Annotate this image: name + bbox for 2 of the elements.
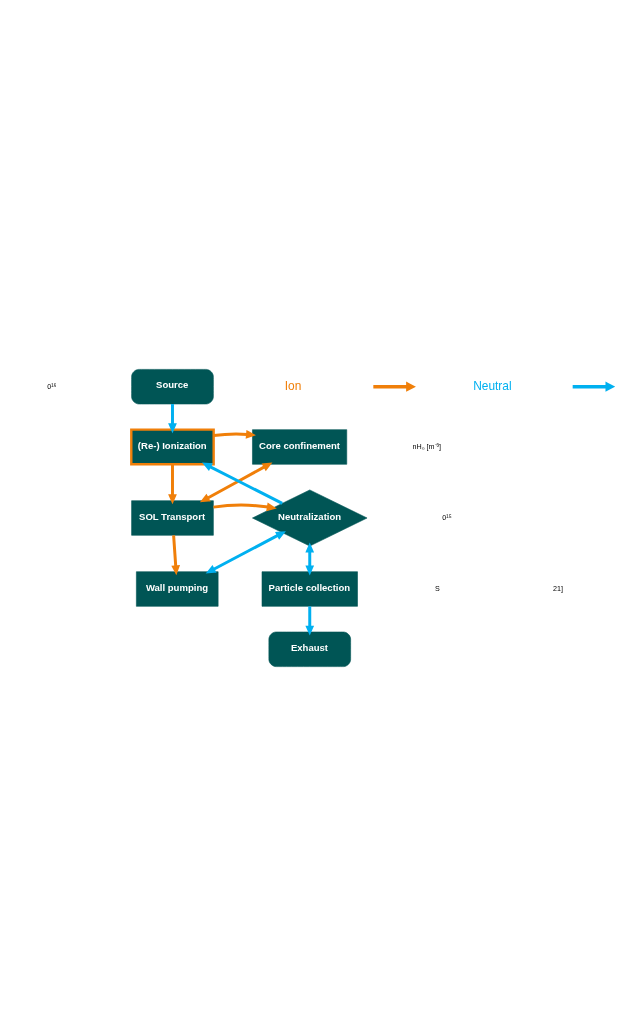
legend-label: Neutral (473, 378, 512, 393)
legend-label: Ion (284, 378, 302, 393)
